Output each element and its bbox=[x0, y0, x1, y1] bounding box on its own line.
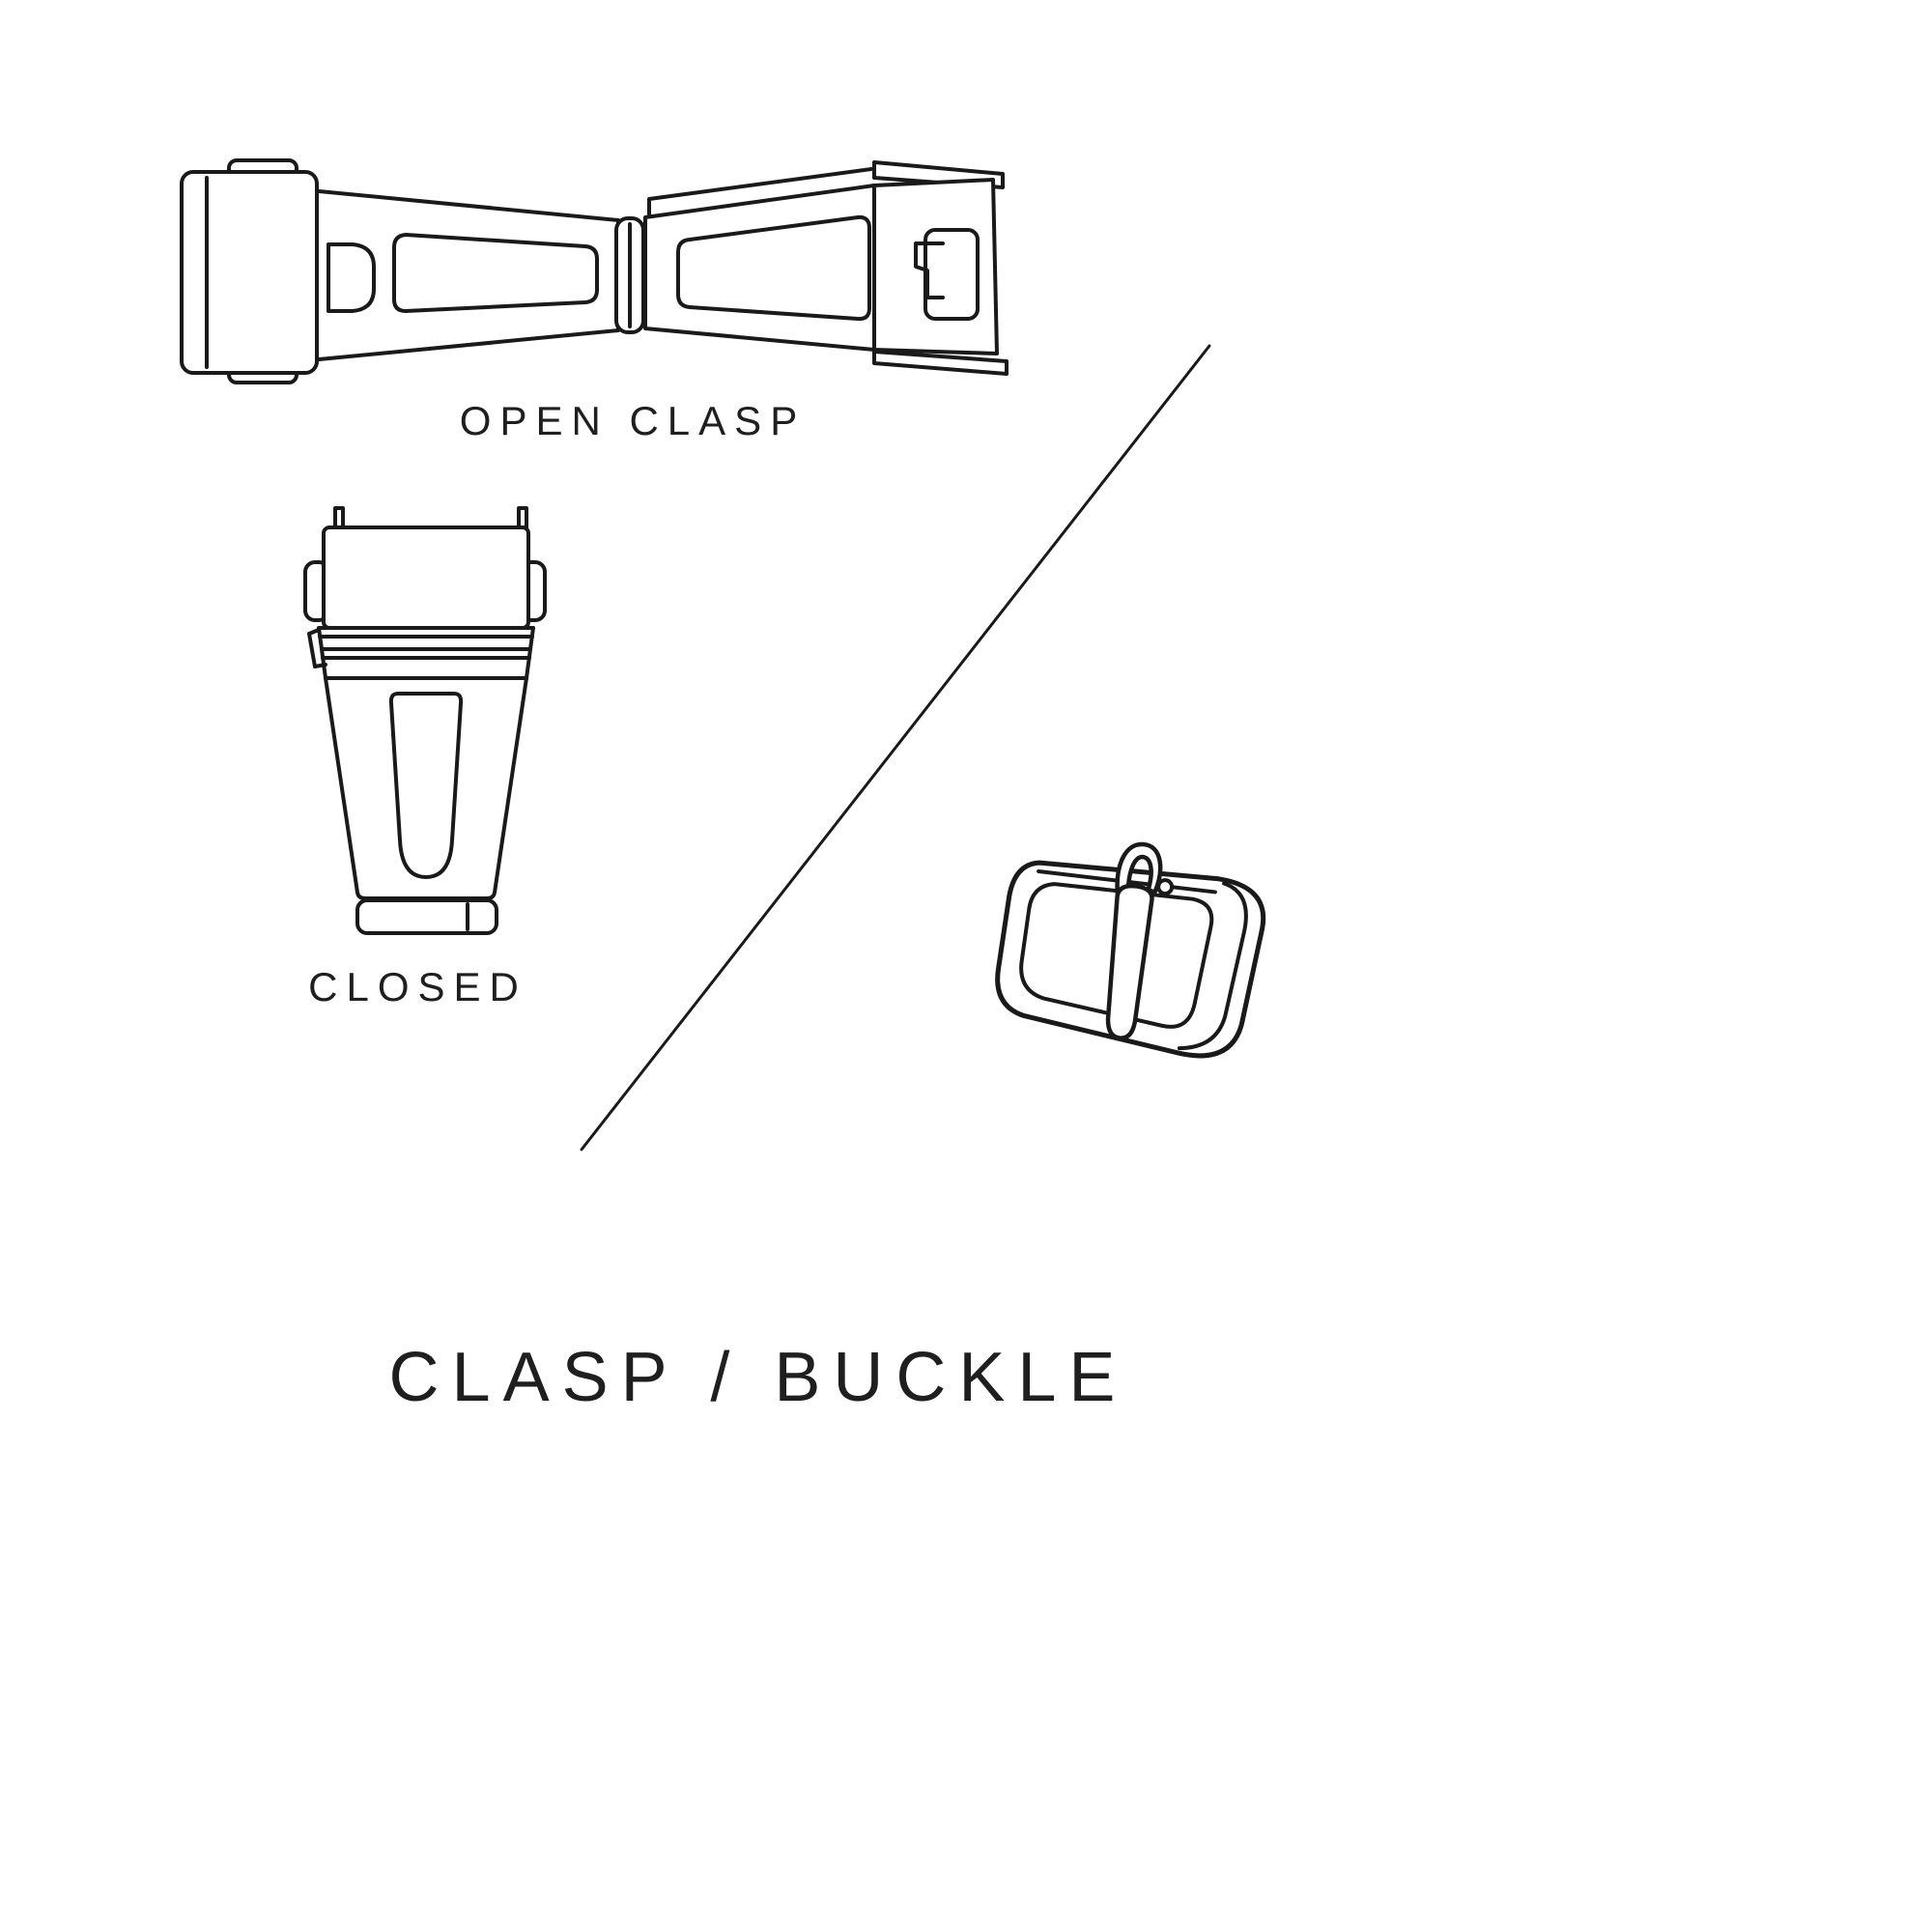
open-clasp-figure bbox=[174, 135, 1024, 406]
open-clasp-illustration bbox=[180, 158, 1009, 384]
closed-clasp-illustration bbox=[303, 506, 547, 935]
closed-clasp-label: CLOSED bbox=[308, 964, 527, 1009]
buckle-figure bbox=[952, 826, 1299, 1125]
open-clasp-label: OPEN CLASP bbox=[459, 398, 807, 443]
closed-clasp-figure bbox=[290, 502, 560, 947]
buckle-illustration bbox=[995, 841, 1266, 1059]
diagram-title: CLASP / BUCKLE bbox=[388, 1339, 1128, 1416]
